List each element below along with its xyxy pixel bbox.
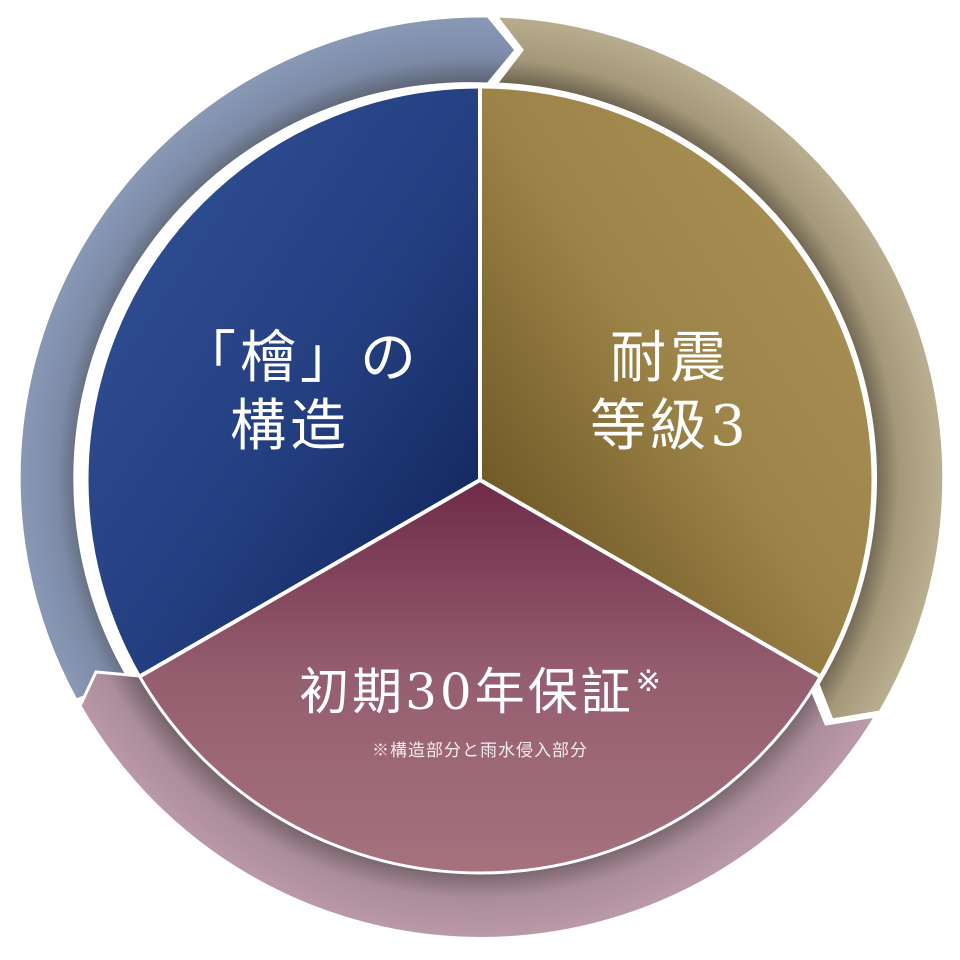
- cycle-arrow-gold: [492, 14, 946, 722]
- warranty-footnote: ※構造部分と雨水侵入部分: [372, 741, 588, 761]
- seismic-label-line2: 等級3: [590, 394, 750, 460]
- sector-warranty: [139, 480, 821, 873]
- cycle-arrow-blue: [17, 14, 518, 702]
- warranty-label: 初期30年保証※: [240, 662, 720, 723]
- structure-label-line1: 「檜」の: [180, 326, 420, 391]
- warranty-title: 初期30年保証: [299, 663, 634, 721]
- structure-label-line2: 構造: [230, 394, 350, 460]
- seismic-label: 耐震 等級3: [560, 325, 780, 462]
- structure-label: 「檜」の 構造: [180, 325, 420, 462]
- footnote-mark: ※: [635, 664, 661, 699]
- sector-structure: [87, 87, 480, 677]
- seismic-label-line1: 耐震: [610, 326, 730, 391]
- sector-dividers: [85, 85, 875, 875]
- sector-seismic: [480, 87, 873, 677]
